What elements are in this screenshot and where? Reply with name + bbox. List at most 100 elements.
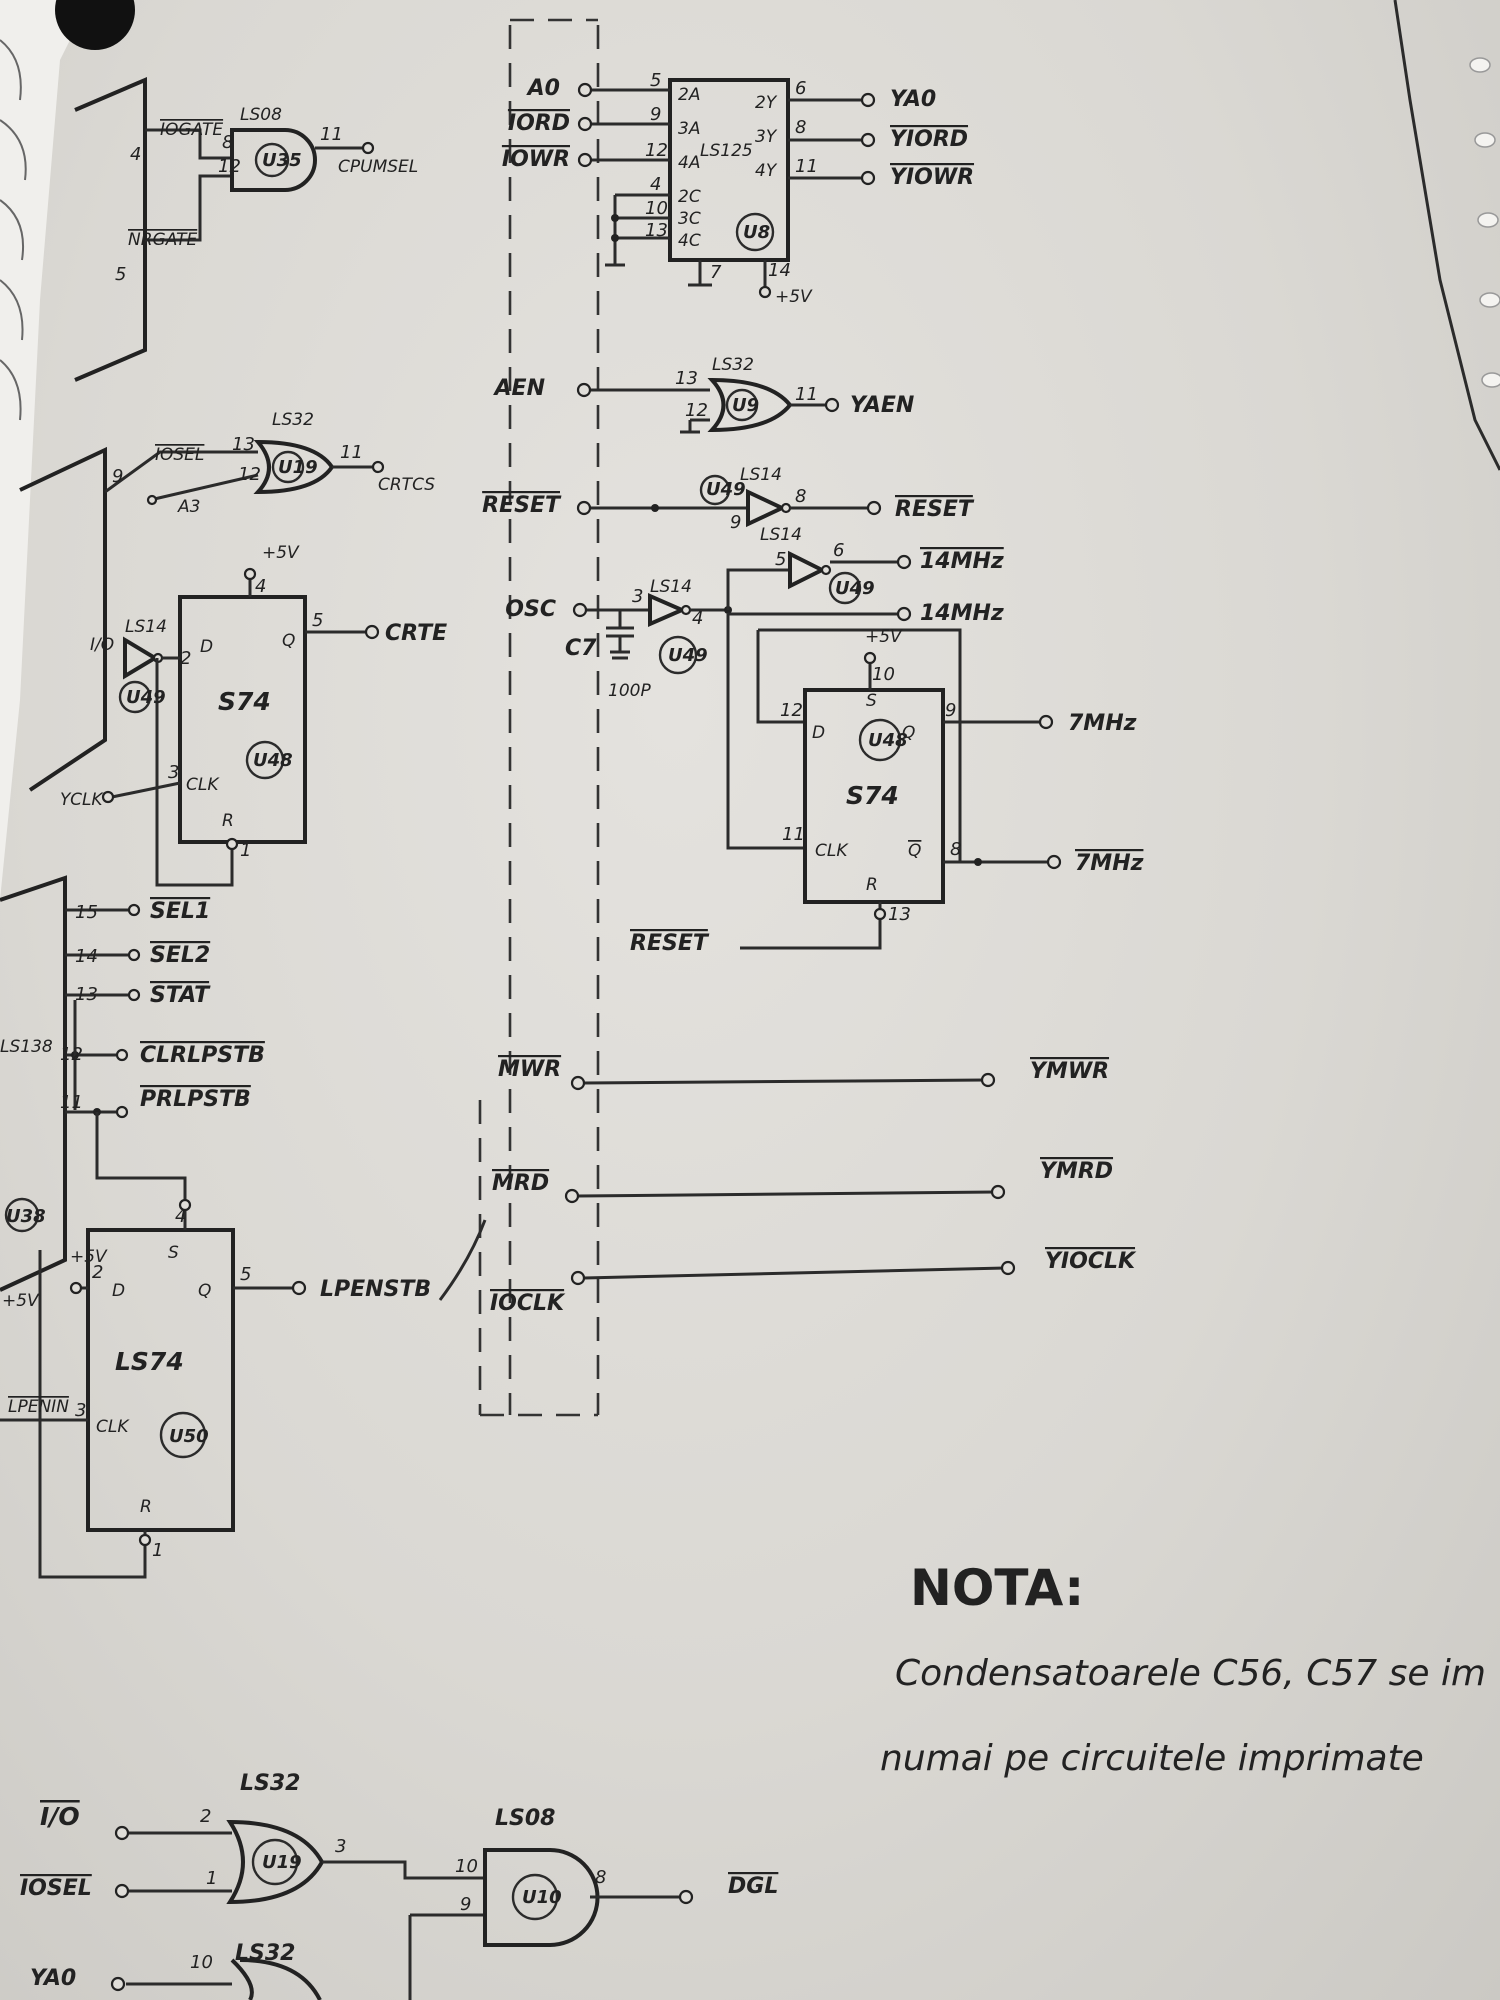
u48b-qb-label: 7MHz [1075,851,1144,876]
u8-pin-11: 11 [795,156,818,177]
u48b-d-pin-label: D [812,723,825,743]
u50-pin-clk: 3 [75,1400,86,1421]
sel-pin-13: 13 [75,984,98,1005]
u8-pin-7: 7 [710,262,722,283]
reset-inverter [576,474,882,528]
u8-inner-4c: 4C [678,231,701,251]
u8-inner-3a: 3A [678,119,700,139]
u19-pin-11: 11 [340,442,363,463]
u8-in-label-iord: IORD [508,111,570,136]
sel-label-sel2: SEL2 [150,943,210,968]
capacitor-name: C7 [565,636,597,661]
u8-pin-6: 6 [795,78,806,99]
u8-out-label-ya0: YA0 [890,87,936,112]
edge-ic-id: U38 [6,1206,46,1227]
u19b-part: LS32 [240,1771,300,1796]
u48b-q-label: 7MHz [1068,711,1137,736]
u48b-qb-pin-label: Q [908,841,921,861]
edge-top-pin-4: 4 [130,144,141,165]
u48b-pin-r: 13 [888,904,911,925]
sel-pin-12: 12 [60,1044,83,1065]
u8-ls125 [577,78,876,299]
u50-flipflop [0,1198,487,1579]
u35-part: LS08 [240,105,282,125]
u19-or-part: LS32 [272,410,314,430]
u50-vcc: +5V [70,1247,108,1267]
edge-top-iogate: IOGATE [160,120,223,140]
osc-inv-part: LS14 [650,577,692,597]
bus-mrd: MRD [492,1171,549,1196]
u48a-pin-q: 5 [312,610,323,631]
note-line-1: Condensatoarele C56, C57 se im [895,1653,1486,1694]
u19-pin-12: 12 [238,464,261,485]
u48b-pin-q: 9 [945,700,956,721]
osc-out-14mhz: 14MHz [920,601,1004,626]
sel-pin-11: 11 [60,1092,83,1113]
u50-pin-r: 1 [152,1540,163,1561]
u19-in-a3: A3 [177,497,200,517]
u8-pin-14: 14 [768,260,791,281]
u19-or-id: U19 [278,457,318,478]
bottom-in-iosel: IOSEL [20,1876,92,1901]
u48b-part: S74 [846,781,899,810]
osc-inv-id: U49 [668,645,708,666]
reset-inv-part: LS14 [740,465,782,485]
bottom-in-io: I/O [40,1802,80,1831]
u48a-clk-label: YCLK [60,790,104,810]
bottom-gate2-part: LS32 [235,1941,295,1966]
reset-inv-id: U49 [706,479,746,500]
reset-inv-pin-8: 8 [795,486,806,507]
edge-top-nrgate: NRGATE [128,230,197,250]
sel-pin-15: 15 [75,902,98,923]
u8-vcc: +5V [775,287,813,307]
u35-pin-11: 11 [320,124,343,145]
reset-in-label: RESET [482,493,562,518]
u48b-pin-clk: 11 [782,824,805,845]
u8-pin-8: 8 [795,117,806,138]
u8-pin-9: 9 [650,104,661,125]
u48a-pin-r: 1 [240,840,251,861]
u50-clk-pin-label: CLK [96,1417,130,1437]
u19b-pin-1: 1 [206,1868,217,1889]
u9-or-gate [576,377,840,434]
u35-pin-12: 12 [218,156,241,177]
bus-out-ymwr: YMWR [1030,1059,1109,1084]
page-fold-line [1393,0,1500,471]
reset-inv-pin-9: 9 [730,512,741,533]
u8-pin-13: 13 [645,220,668,241]
inv-io-part: LS14 [125,617,167,637]
u8-part-label: LS125 [700,141,753,161]
u48a-pin-s: 4 [255,576,266,597]
u48a-pin-clk: 3 [168,762,179,783]
u19-out-label: CRTCS [378,475,435,495]
u48b-pin-qb: 8 [950,839,961,860]
bottom-in-ya0: YA0 [30,1966,76,1991]
reset-out-label: RESET [895,497,975,522]
u50-id: U50 [169,1426,209,1447]
u48b-clk-pin-label: CLK [815,841,849,861]
u48a-d-pin-label: D [200,637,213,657]
bus-ioclk: IOCLK [490,1291,566,1316]
edge-mid-pin-9: 9 [112,466,123,487]
binder-hole [55,0,135,50]
u8-id: U8 [743,222,770,243]
u48a-clk-pin-label: CLK [186,775,220,795]
u10-pin-8: 8 [595,1867,606,1888]
osc-in-label: OSC [505,597,556,622]
u48b-r-label: RESET [630,931,710,956]
u50-r-pin-label: R [140,1497,152,1517]
u8-pin-12: 12 [645,140,668,161]
edge-ic-mid [19,439,385,792]
u8-pin-10: 10 [645,198,668,219]
u50-part: LS74 [115,1347,184,1376]
sel-label-prlpstb: PRLPSTB [140,1087,251,1112]
edge-ic-top [74,76,375,382]
u19b-id: U19 [262,1852,302,1873]
u9-pin-12: 12 [685,400,708,421]
u35-pin-8: 8 [222,132,233,153]
u10-part: LS08 [495,1806,555,1831]
u48b-id: U48 [868,730,908,751]
u19-in-iosel: IOSEL [155,445,204,465]
sel-label-sel1: SEL1 [150,899,210,924]
